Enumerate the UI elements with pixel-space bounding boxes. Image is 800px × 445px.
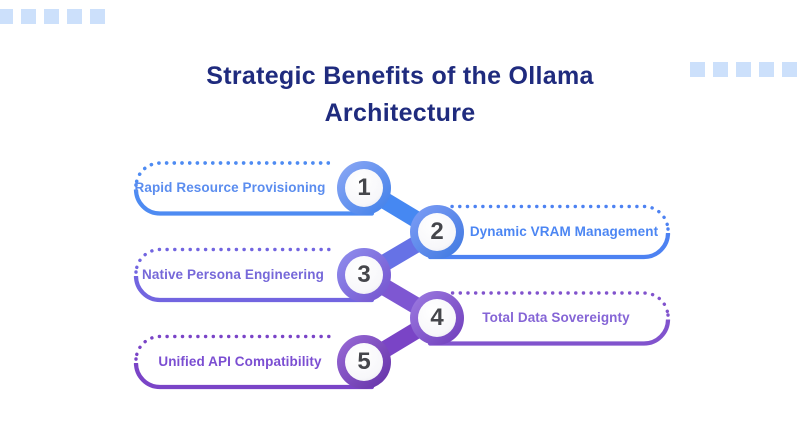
deco-square [90,9,105,24]
pill-outline-2 [427,204,671,260]
item-label-1: Rapid Resource Provisioning [134,180,326,195]
deco-square [782,62,797,77]
step-circle-5 [337,335,391,389]
deco-square [0,9,13,24]
deco-square [690,62,705,77]
item-label-4: Total Data Sovereignty [482,310,630,325]
pill-outline-1-dotted [134,161,336,188]
item-label-3: Native Persona Engineering [142,267,324,282]
step-circle-1 [337,161,391,215]
deco-squares-top-left [0,9,105,24]
step-number-2: 2 [430,218,444,245]
item-label-2: Dynamic VRAM Management [469,224,659,239]
step-number-5: 5 [357,348,371,375]
pill-outline-5 [133,334,375,390]
step-number-3: 3 [357,261,371,288]
page-title-line1: Strategic Benefits of the Ollama [206,62,594,90]
deco-square [67,9,82,24]
deco-square [21,9,36,24]
deco-square [736,62,751,77]
step-circle-3 [337,248,391,302]
pill-outline-4 [427,291,671,346]
pill-outline-3 [133,247,375,303]
step-number-4: 4 [430,304,444,331]
item-label-5: Unified API Compatibility [158,354,322,369]
page-title-line2: Architecture [324,99,476,127]
step-number-1: 1 [357,174,371,201]
deco-square [44,9,59,24]
step-circle-2 [410,205,464,259]
step-circle-4 [410,291,464,345]
deco-square [713,62,728,77]
deco-squares-top-right [690,62,797,77]
deco-square [759,62,774,77]
page-title: Strategic Benefits of the Ollama Archite… [0,58,800,132]
